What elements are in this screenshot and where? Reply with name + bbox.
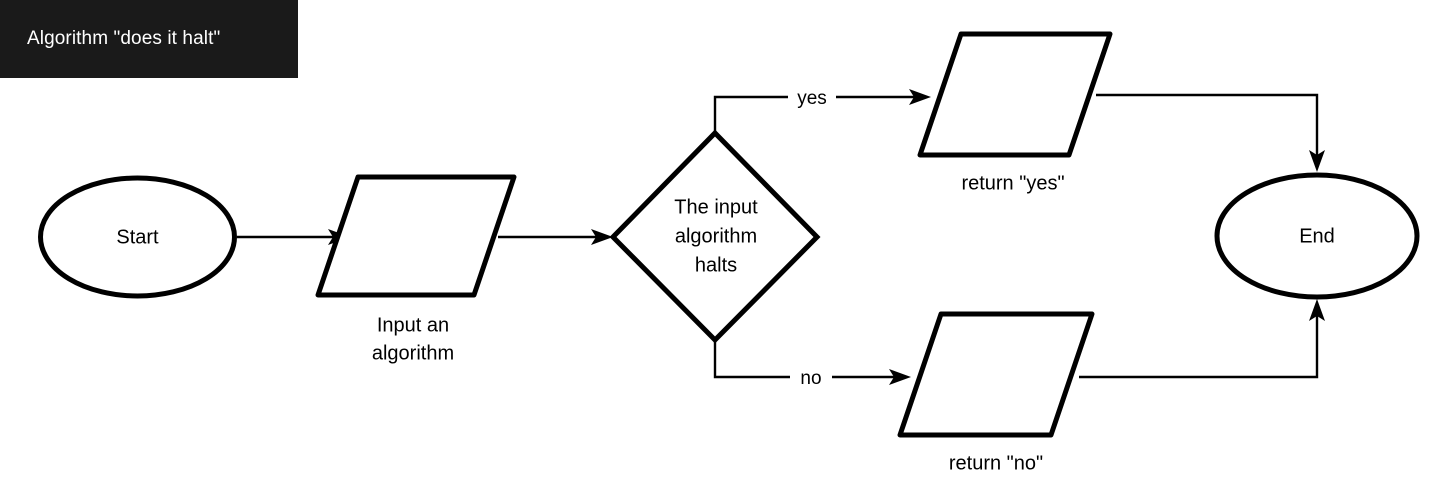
node-start[interactable]: Start bbox=[38, 175, 237, 299]
node-return-no[interactable]: return "no" bbox=[897, 311, 1095, 474]
return-no-parallelogram-shape bbox=[897, 311, 1095, 438]
edge-decision-to-return-no: no bbox=[713, 340, 911, 390]
decision-diamond-shape bbox=[609, 129, 821, 344]
edge-line bbox=[1079, 307, 1319, 379]
diagram-title: Algorithm "does it halt" bbox=[27, 28, 221, 49]
edge-label-yes: yes bbox=[797, 88, 827, 109]
node-decision-label-line3: halts bbox=[695, 254, 737, 276]
end-ellipse-shape bbox=[1214, 172, 1420, 300]
edge-line bbox=[1096, 93, 1319, 164]
arrow-head-icon bbox=[909, 89, 931, 105]
edge-return-no-to-end bbox=[1079, 299, 1325, 379]
node-decision[interactable]: The input algorithm halts bbox=[609, 129, 821, 344]
arrow-head-icon bbox=[591, 229, 613, 245]
arrow-head-icon bbox=[1309, 150, 1325, 172]
title-banner: Algorithm "does it halt" bbox=[0, 0, 298, 78]
arrow-head-icon bbox=[1309, 299, 1325, 321]
node-decision-label-line1: The input bbox=[674, 196, 758, 218]
edge-label-no: no bbox=[800, 368, 821, 389]
node-return-yes[interactable]: return "yes" bbox=[917, 31, 1113, 194]
edge-label-backdrop bbox=[788, 84, 836, 110]
input-parallelogram-shape bbox=[315, 174, 517, 298]
start-ellipse-shape bbox=[38, 175, 237, 299]
return-yes-parallelogram-shape bbox=[917, 31, 1113, 158]
node-end[interactable]: End bbox=[1214, 172, 1420, 300]
node-return-yes-label: return "yes" bbox=[961, 172, 1064, 194]
arrow-head-icon bbox=[889, 369, 911, 385]
node-end-label: End bbox=[1299, 225, 1335, 247]
edge-start-to-input bbox=[237, 229, 350, 245]
edge-decision-to-return-yes: yes bbox=[713, 84, 931, 133]
edge-input-to-decision bbox=[498, 229, 613, 245]
node-input-label-line1: Input an bbox=[377, 314, 449, 336]
edge-return-yes-to-end bbox=[1096, 93, 1325, 172]
edge-label-backdrop bbox=[790, 364, 832, 390]
edge-line bbox=[713, 95, 924, 133]
node-input[interactable]: Input an algorithm bbox=[315, 174, 517, 364]
node-start-label: Start bbox=[116, 226, 159, 248]
edge-line bbox=[713, 340, 904, 379]
node-decision-label-line2: algorithm bbox=[675, 225, 757, 247]
node-return-no-label: return "no" bbox=[949, 452, 1043, 474]
node-input-label-line2: algorithm bbox=[372, 342, 454, 364]
